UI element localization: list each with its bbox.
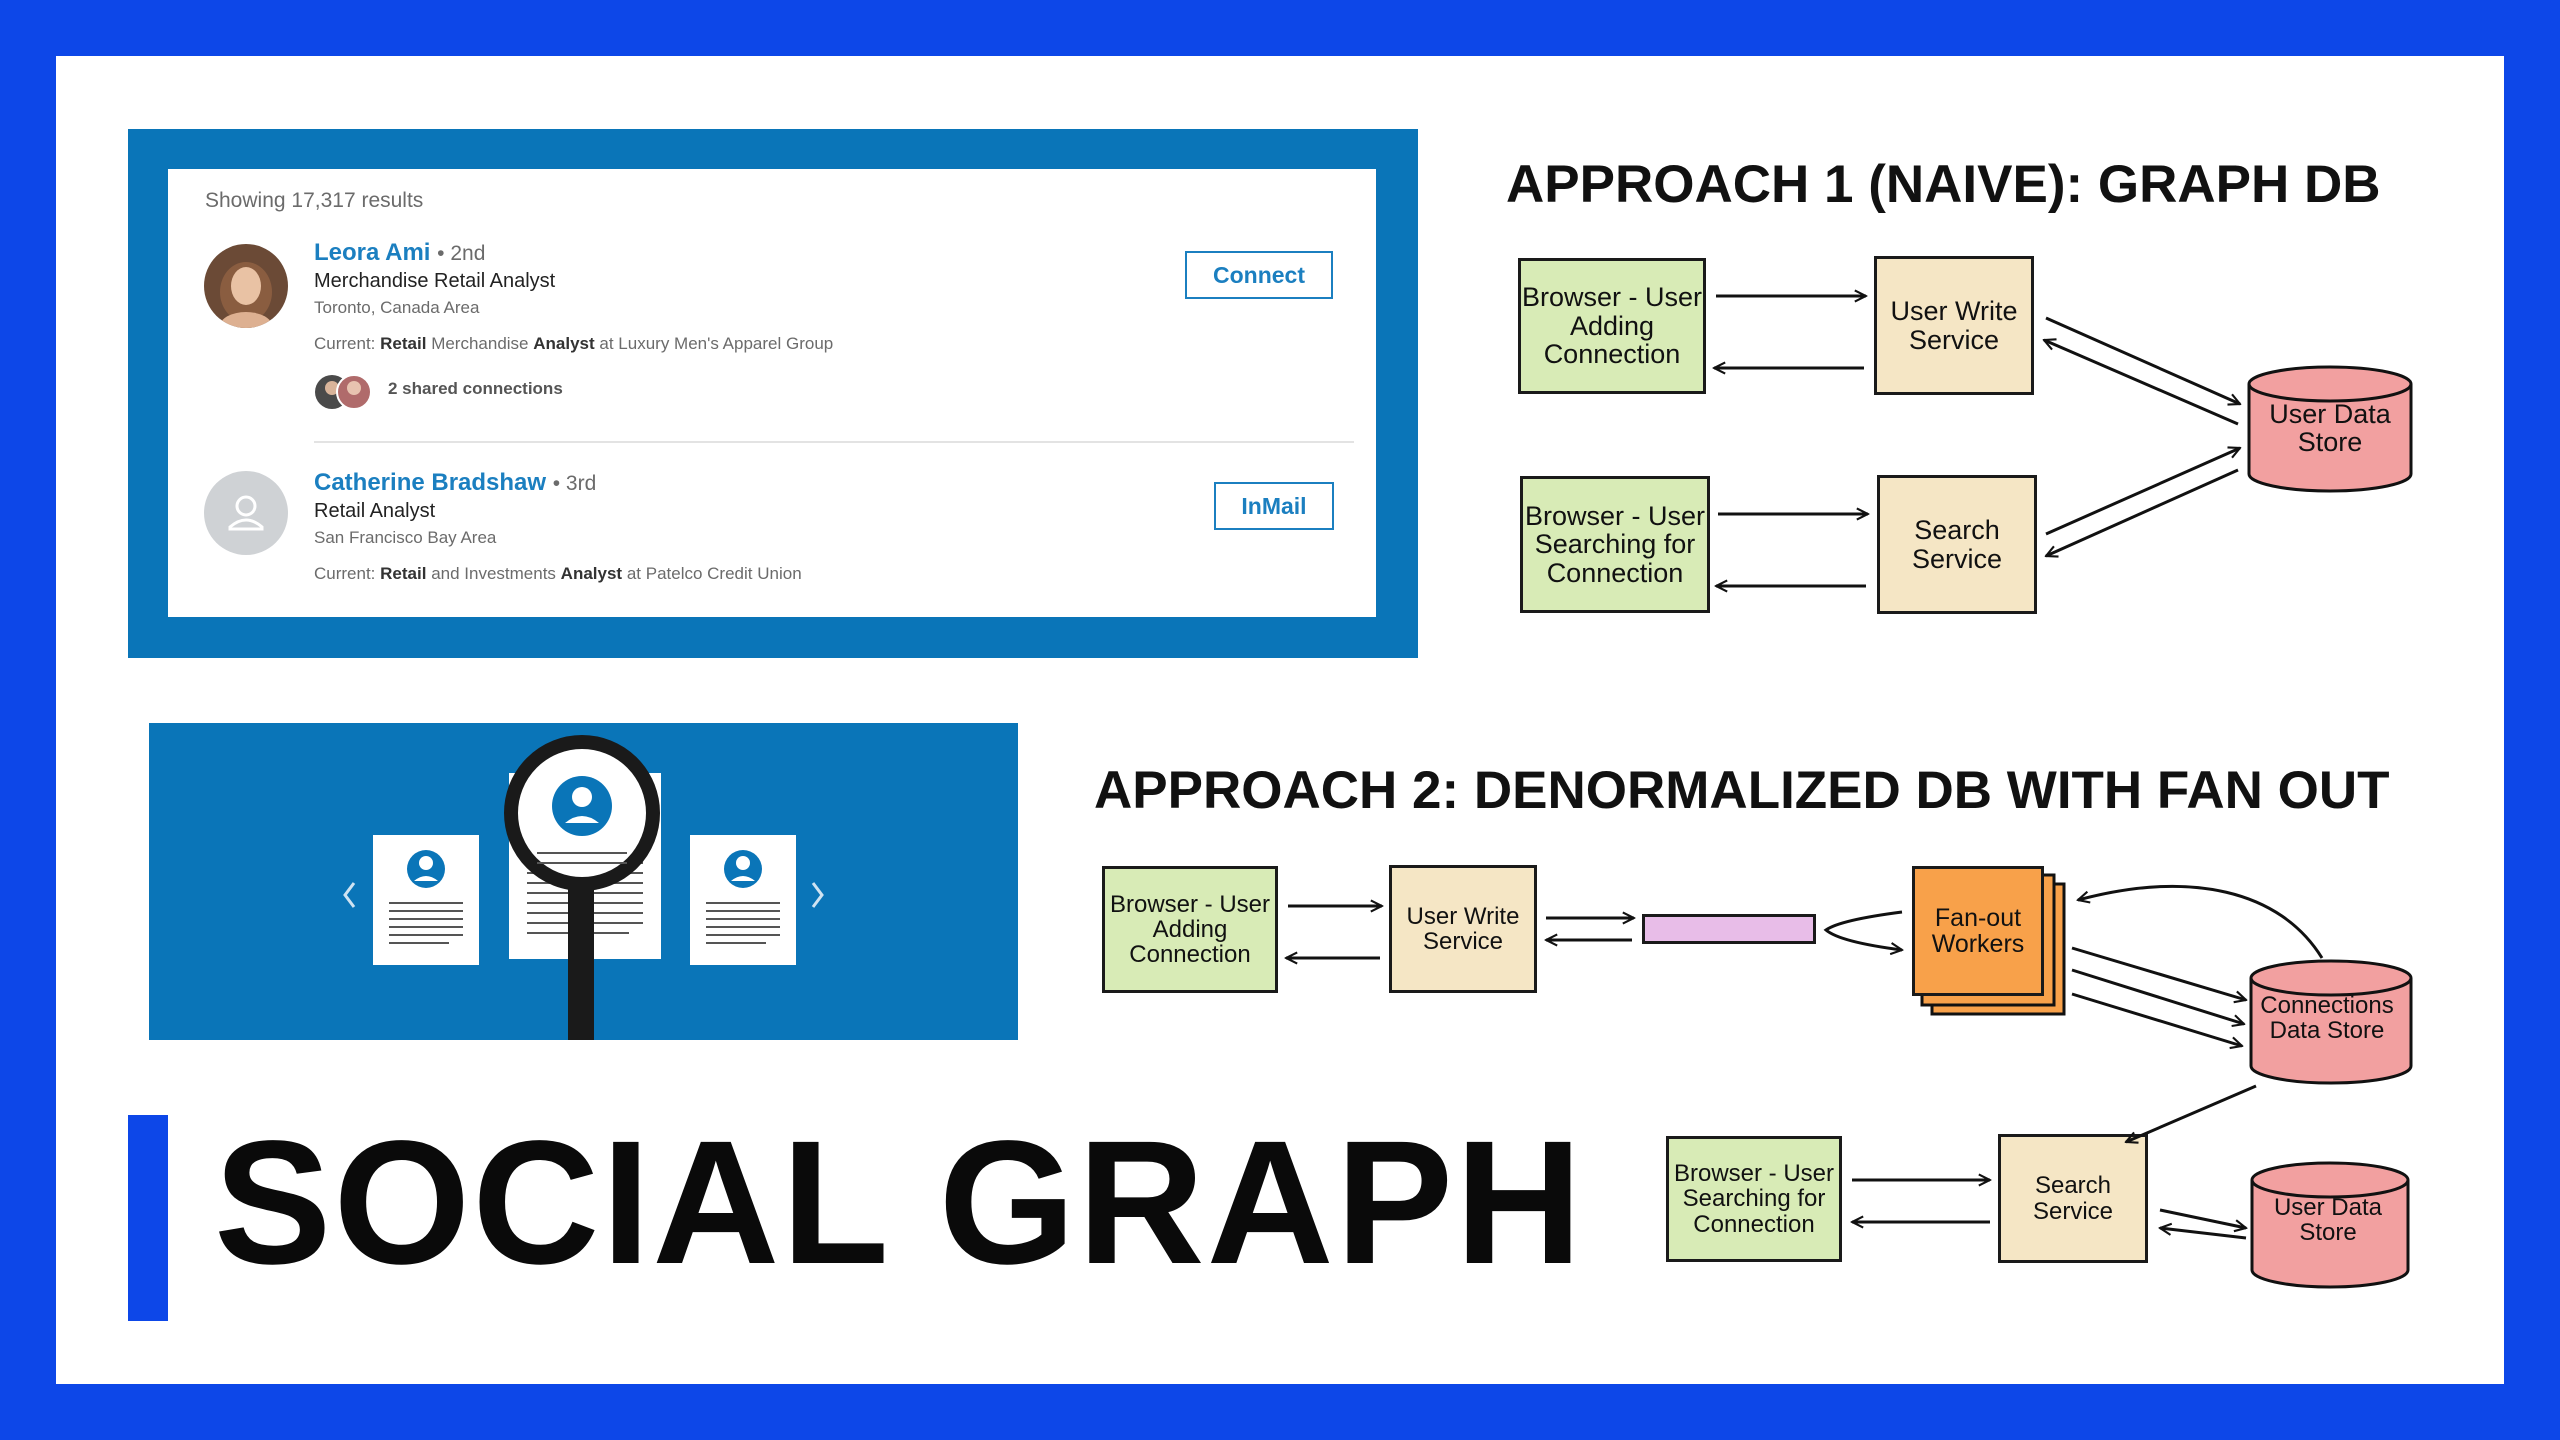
current-text: and Investments (431, 564, 556, 583)
avatar-photo-icon (204, 244, 288, 328)
current-keyword: Retail (380, 334, 427, 353)
title-accent-bar (128, 1115, 168, 1321)
current-keyword: Analyst (533, 334, 595, 353)
person-title: Merchandise Retail Analyst (314, 270, 556, 292)
browser-adding-connection-node: Browser - User Adding Connection (1102, 866, 1278, 993)
connection-degree: • 2nd (437, 242, 486, 265)
current-label: Current: (314, 334, 376, 353)
current-position: Current: Retail and Investments Analyst … (314, 564, 802, 584)
user-data-store-text: User Data Store (2269, 399, 2391, 458)
connection-degree: • 3rd (552, 472, 597, 495)
connections-data-store-text: Connections Data Store (2260, 992, 2394, 1045)
connect-button[interactable]: Connect (1185, 251, 1333, 299)
profile-search-illustration (149, 723, 1018, 1040)
search-results-screenshot: Showing 17,317 results Leora Ami • 2nd M… (128, 129, 1418, 658)
current-label: Current: (314, 564, 376, 583)
shared-avatars-icon (315, 374, 372, 410)
current-keyword: Analyst (560, 564, 623, 583)
approach-1-heading: APPROACH 1 (NAIVE): GRAPH DB (1506, 155, 2381, 214)
avatar[interactable] (204, 244, 288, 328)
person-title: Retail Analyst (314, 500, 436, 522)
current-text: at Luxury Men's Apparel Group (599, 334, 834, 353)
current-position: Current: Retail Merchandise Analyst at L… (314, 334, 833, 354)
current-text: Merchandise (431, 334, 529, 353)
person-location: Toronto, Canada Area (314, 298, 480, 317)
main-title: SOCIAL GRAPH (214, 1105, 1585, 1301)
person-name-link[interactable]: Catherine Bradshaw • 3rd (314, 469, 596, 497)
current-keyword: Retail (380, 564, 427, 583)
browser-searching-connection-node: Browser - User Searching for Connection (1520, 476, 1710, 613)
user-write-service-node: User Write Service (1389, 865, 1537, 993)
message-queue-node (1642, 914, 1816, 944)
user-data-store-text: User Data Store (2273, 1194, 2383, 1247)
current-text: at Patelco Credit Union (626, 564, 802, 583)
person-name[interactable]: Leora Ami (314, 239, 431, 266)
shared-connections-avatars[interactable] (314, 373, 378, 411)
browser-searching-connection-node: Browser - User Searching for Connection (1666, 1136, 1842, 1262)
default-avatar-icon (228, 495, 264, 531)
person-name[interactable]: Catherine Bradshaw (314, 469, 547, 496)
avatar[interactable] (204, 471, 288, 555)
person-name-link[interactable]: Leora Ami • 2nd (314, 239, 485, 267)
inmail-button[interactable]: InMail (1214, 482, 1334, 530)
fanout-workers-front: Fan-out Workers (1912, 866, 2044, 996)
approach-2-heading: APPROACH 2: DENORMALIZED DB WITH FAN OUT (1094, 761, 2390, 820)
person-location: San Francisco Bay Area (314, 528, 497, 547)
shared-connections-link[interactable]: 2 shared connections (388, 379, 563, 398)
search-results-card: Showing 17,317 results Leora Ami • 2nd M… (168, 169, 1376, 617)
magnifier-profiles-icon (343, 735, 824, 1040)
results-count: Showing 17,317 results (205, 189, 424, 212)
search-service-node: Search Service (1998, 1134, 2148, 1263)
search-service-node: Search Service (1877, 475, 2037, 614)
user-write-service-node: User Write Service (1874, 256, 2034, 395)
browser-adding-connection-node: Browser - User Adding Connection (1518, 258, 1706, 394)
result-divider (314, 441, 1354, 443)
